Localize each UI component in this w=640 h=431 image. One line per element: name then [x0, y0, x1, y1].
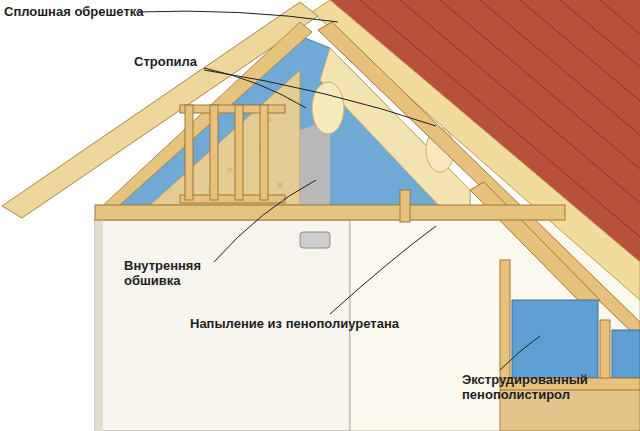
foam-bulge — [312, 82, 344, 134]
leader-line — [500, 336, 540, 370]
xps-panel — [512, 300, 598, 378]
wall-corner — [95, 220, 103, 431]
leader-line — [204, 68, 306, 108]
leader-line — [214, 180, 316, 262]
leader-line — [204, 70, 436, 126]
part-label: Экструдированный пенополистирол — [462, 372, 612, 402]
gable-fascia — [2, 2, 318, 218]
part-label: Сплошная обрешетка — [4, 4, 144, 19]
xps-panel — [612, 330, 640, 378]
rafter — [318, 22, 640, 340]
knee-wall — [400, 190, 610, 385]
part-label: Стропила — [134, 54, 197, 69]
rafter — [470, 182, 600, 308]
pu-foam — [320, 48, 470, 212]
wall-vent — [300, 232, 330, 248]
gable-rafter — [98, 22, 312, 212]
floor-beam — [95, 205, 565, 220]
leader-line — [136, 11, 338, 22]
part-label: Внутренняя обшивка — [124, 258, 219, 288]
part-label: Напыление из пенополиуретана — [190, 316, 399, 331]
leader-line — [330, 226, 436, 314]
stud-frame — [180, 105, 285, 203]
